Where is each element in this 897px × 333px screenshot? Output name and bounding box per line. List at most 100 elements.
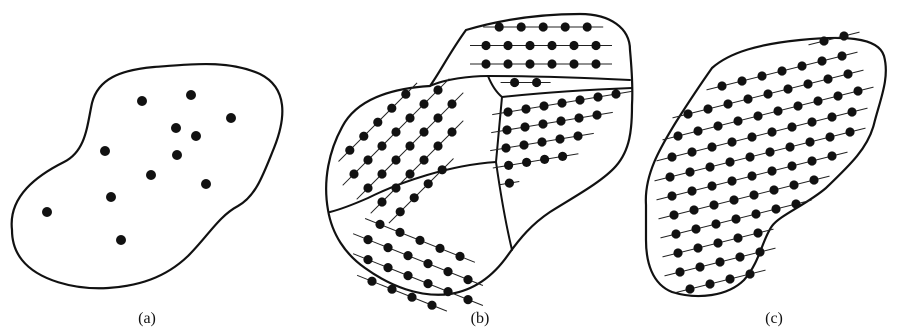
dot — [767, 127, 776, 136]
dot — [747, 132, 756, 141]
dot — [805, 137, 814, 146]
dot — [403, 251, 412, 260]
dot — [383, 263, 392, 272]
dot — [785, 142, 794, 151]
dot — [387, 104, 396, 113]
dot — [146, 170, 156, 180]
dot — [391, 127, 400, 136]
dot — [367, 277, 376, 286]
dot — [424, 179, 433, 188]
dot — [359, 132, 368, 141]
dot — [669, 210, 678, 219]
dot — [687, 147, 696, 156]
dot — [423, 259, 432, 268]
dot — [504, 161, 513, 170]
dot — [519, 140, 528, 149]
dot — [725, 274, 734, 283]
dot — [383, 243, 392, 252]
dot — [847, 107, 856, 116]
dot — [793, 101, 802, 110]
dot — [396, 207, 405, 216]
dot — [405, 113, 414, 122]
dot — [837, 51, 846, 60]
dot — [691, 224, 700, 233]
dot — [419, 99, 428, 108]
dot — [419, 155, 428, 164]
dot — [517, 22, 526, 31]
dot — [373, 118, 382, 127]
dot — [689, 205, 698, 214]
dot — [505, 179, 514, 188]
dot — [591, 41, 600, 50]
dot — [427, 301, 436, 310]
panel-a: (a) — [12, 64, 283, 327]
dot — [683, 109, 692, 118]
dot — [727, 176, 736, 185]
dot — [593, 92, 602, 101]
dot — [116, 235, 126, 245]
panel-a-dots — [42, 90, 236, 245]
dot — [733, 116, 742, 125]
dot — [410, 193, 419, 202]
dot — [755, 247, 764, 256]
dot — [377, 197, 386, 206]
dot — [763, 89, 772, 98]
dot — [438, 165, 447, 174]
dot — [777, 66, 786, 75]
dot — [671, 229, 680, 238]
dot — [737, 76, 746, 85]
dot — [405, 141, 414, 150]
dot — [447, 99, 456, 108]
dot — [843, 69, 852, 78]
dot — [495, 22, 504, 31]
panel-b-outline — [326, 14, 632, 295]
dot — [201, 179, 211, 189]
dot — [415, 236, 424, 245]
dot — [707, 181, 716, 190]
dot — [443, 287, 452, 296]
dot — [377, 141, 386, 150]
lattice-line — [659, 176, 830, 219]
dot — [745, 269, 754, 278]
dot — [665, 172, 674, 181]
dot — [825, 132, 834, 141]
dot — [106, 192, 116, 202]
dot — [401, 90, 410, 99]
dot — [693, 126, 702, 135]
dot — [727, 137, 736, 146]
dot — [503, 107, 512, 116]
dot — [839, 31, 848, 40]
dot — [573, 131, 582, 140]
grain-boundary — [496, 162, 512, 250]
dot — [191, 131, 201, 141]
dot — [771, 204, 780, 213]
dot — [186, 90, 196, 100]
dot — [807, 117, 816, 126]
dot — [391, 155, 400, 164]
dot — [561, 22, 570, 31]
dot — [827, 112, 836, 121]
panel-b-grain-left — [339, 79, 464, 223]
dot — [592, 110, 601, 119]
dot — [705, 279, 714, 288]
grain-boundary — [430, 76, 630, 86]
dot — [611, 89, 620, 98]
dot — [547, 59, 556, 68]
dot — [433, 141, 442, 150]
dot — [375, 220, 384, 229]
dot — [675, 267, 684, 276]
dot — [532, 78, 541, 87]
dot — [443, 267, 452, 276]
dot — [803, 79, 812, 88]
dot — [575, 95, 584, 104]
dot — [731, 214, 740, 223]
dot — [787, 161, 796, 170]
dot — [791, 199, 800, 208]
dot — [525, 41, 534, 50]
dot — [705, 162, 714, 171]
dot — [510, 78, 519, 87]
dot — [525, 59, 534, 68]
dot — [753, 228, 762, 237]
dot — [172, 150, 182, 160]
